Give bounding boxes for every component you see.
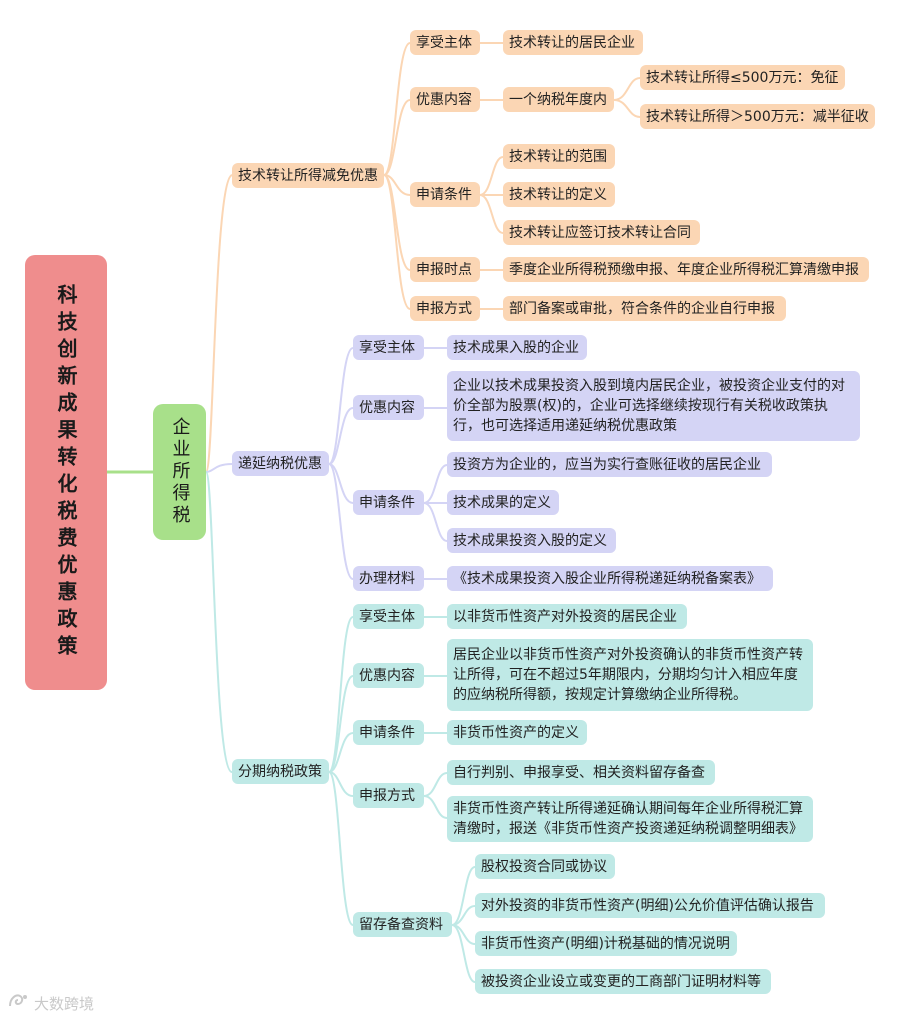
b1-cond-item[interactable]: 技术转让的范围 (503, 144, 615, 169)
watermark-text: 大数跨境 (34, 994, 95, 1013)
b1-cond-item[interactable]: 技术转让应签订技术转让合同 (503, 220, 700, 245)
b3-method-item[interactable]: 自行判别、申报享受、相关资料留存备查 (447, 760, 715, 785)
b3-cond-label[interactable]: 申请条件 (353, 720, 424, 745)
branch-deferral[interactable]: 递延纳税优惠 (232, 451, 329, 476)
b3-records-item[interactable]: 被投资企业设立或变更的工商部门证明材料等 (475, 969, 771, 994)
b3-method-item[interactable]: 非货币性资产转让所得递延确认期间每年企业所得税汇算清缴时，报送《非货币性资产投资… (447, 796, 813, 842)
branch-installment[interactable]: 分期纳税政策 (232, 759, 329, 784)
b2-cond-item[interactable]: 技术成果投资入股的定义 (447, 528, 616, 553)
b1-benefit[interactable]: 一个纳税年度内 (503, 87, 614, 112)
b3-benefit-label[interactable]: 优惠内容 (353, 663, 424, 688)
b2-cond-item[interactable]: 投资方为企业的，应当为实行查账征收的居民企业 (447, 452, 772, 477)
b1-method-label[interactable]: 申报方式 (410, 296, 480, 321)
b1-cond-item[interactable]: 技术转让的定义 (503, 182, 615, 207)
b1-time-label[interactable]: 申报时点 (410, 257, 480, 282)
b3-records-label[interactable]: 留存备查资料 (353, 912, 452, 937)
b3-subject[interactable]: 以非货币性资产对外投资的居民企业 (447, 604, 687, 629)
b3-method-label[interactable]: 申报方式 (353, 783, 424, 808)
b1-cond-label[interactable]: 申请条件 (410, 182, 480, 207)
root-title: 科技创新成果转化税费优惠政策 (54, 283, 78, 662)
b3-records-item[interactable]: 股权投资合同或协议 (475, 854, 615, 879)
b1-benefit-b[interactable]: 技术转让所得＞500万元：减半征收 (640, 104, 875, 129)
b3-records-item[interactable]: 对外投资的非货币性资产(明细)公允价值评估确认报告 (475, 893, 825, 918)
level1-title: 企业所得税 (169, 417, 191, 527)
b2-cond-label[interactable]: 申请条件 (353, 490, 424, 515)
b1-subject-label[interactable]: 享受主体 (410, 30, 480, 55)
b1-benefit-a[interactable]: 技术转让所得≤500万元：免征 (640, 65, 845, 90)
level1-node[interactable]: 企业所得税 (153, 404, 206, 540)
b3-records-item[interactable]: 非货币性资产(明细)计税基础的情况说明 (475, 931, 737, 956)
b1-method[interactable]: 部门备案或审批，符合条件的企业自行申报 (503, 296, 786, 321)
b2-subject[interactable]: 技术成果入股的企业 (447, 335, 587, 360)
b2-material-label[interactable]: 办理材料 (353, 566, 424, 591)
b2-benefit[interactable]: 企业以技术成果投资入股到境内居民企业，被投资企业支付的对价全部为股票(权)的，企… (447, 371, 860, 441)
b1-time[interactable]: 季度企业所得税预缴申报、年度企业所得税汇算清缴申报 (503, 257, 869, 282)
b3-benefit[interactable]: 居民企业以非货币性资产对外投资确认的非货币性资产转让所得，可在不超过5年期限内，… (447, 639, 813, 711)
b3-subject-label[interactable]: 享受主体 (353, 604, 424, 629)
watermark-logo-icon (8, 992, 30, 1014)
b3-cond[interactable]: 非货币性资产的定义 (447, 720, 587, 745)
b1-benefit-label[interactable]: 优惠内容 (410, 87, 480, 112)
b1-subject[interactable]: 技术转让的居民企业 (503, 30, 643, 55)
b2-material[interactable]: 《技术成果投资入股企业所得税递延纳税备案表》 (447, 566, 773, 591)
branch-tech-transfer[interactable]: 技术转让所得减免优惠 (232, 163, 384, 188)
b2-subject-label[interactable]: 享受主体 (353, 335, 424, 360)
b2-benefit-label[interactable]: 优惠内容 (353, 395, 424, 420)
watermark: 大数跨境 (8, 992, 94, 1014)
root-node[interactable]: 科技创新成果转化税费优惠政策 (25, 255, 107, 690)
b2-cond-item[interactable]: 技术成果的定义 (447, 490, 559, 515)
